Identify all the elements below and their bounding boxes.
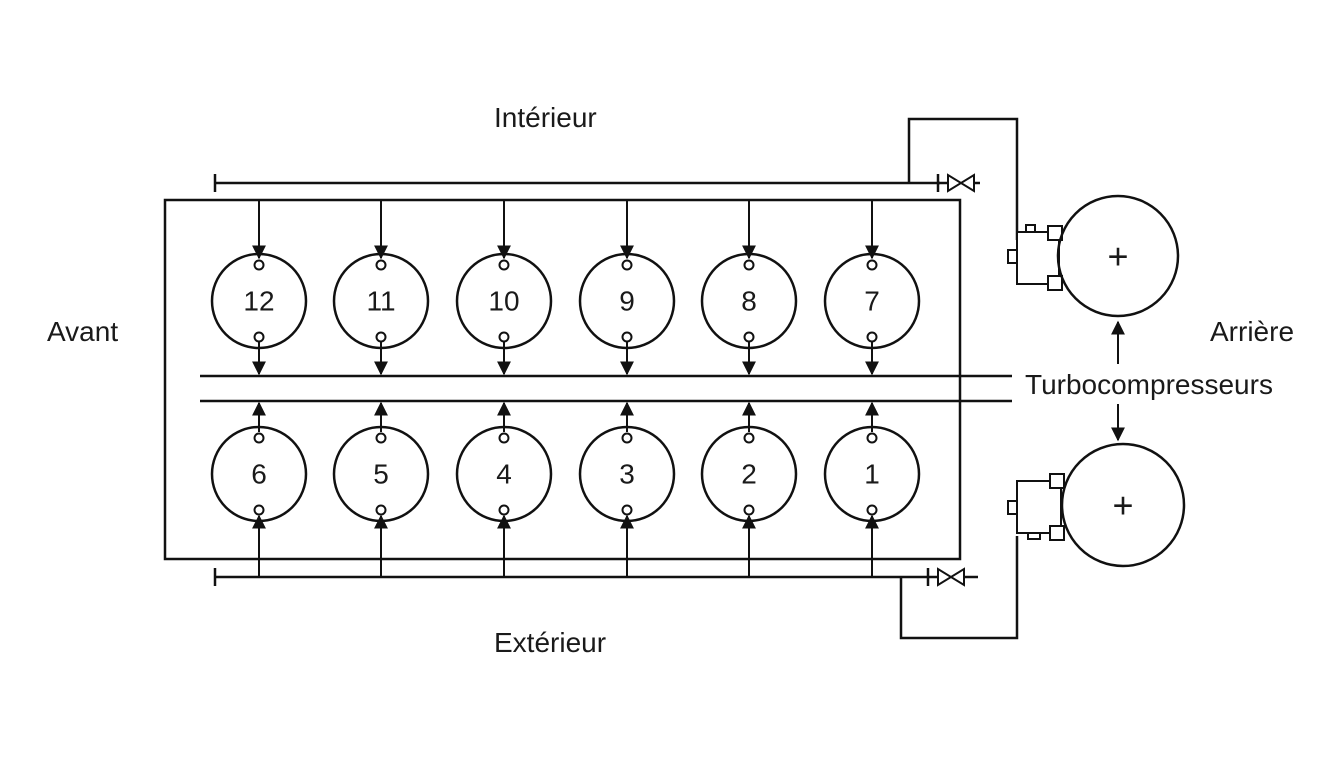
cylinder-11: 11 (332, 200, 430, 376)
valve-port (498, 259, 510, 271)
bottom-valve-icon (937, 567, 965, 587)
valve-port (375, 432, 387, 444)
bottom-pipe-to-turbo (899, 536, 1019, 640)
valve-port (498, 432, 510, 444)
cylinder-number: 11 (366, 286, 395, 317)
valve-port (253, 504, 265, 516)
cylinder-12: 12 (210, 200, 308, 376)
valve-port (498, 331, 510, 343)
valve-port (375, 259, 387, 271)
cylinder-number: 7 (864, 286, 880, 317)
turbocharger-lower: + (1007, 442, 1186, 568)
valve-port (375, 331, 387, 343)
top-valve-icon (947, 173, 975, 193)
cylinder-number: 8 (741, 286, 757, 317)
cylinder-10: 10 (455, 200, 553, 376)
valve-port (866, 432, 878, 444)
cylinder-number: 3 (619, 459, 635, 490)
cylinder-5: 5 (332, 401, 430, 577)
engine-block (163, 198, 962, 561)
label-exterior: Extérieur (494, 627, 606, 658)
valve-port (743, 504, 755, 516)
cylinder-9: 9 (578, 200, 676, 376)
label-interior: Intérieur (494, 102, 597, 133)
turbocharger-upper: + (1007, 194, 1180, 318)
valve-port (375, 504, 387, 516)
cylinder-6: 6 (210, 401, 308, 577)
cylinder-7: 7 (823, 200, 921, 376)
cylinders: 12 11 10 9 8 7 6 5 4 3 2 1 (210, 200, 921, 577)
cylinder-number: 9 (619, 286, 635, 317)
valve-port (743, 259, 755, 271)
cylinder-3: 3 (578, 401, 676, 577)
valve-port (866, 504, 878, 516)
valve-port (253, 331, 265, 343)
cylinder-number: 6 (251, 459, 267, 490)
valve-port (621, 432, 633, 444)
turbo-lower-plus-icon: + (1112, 485, 1133, 526)
valve-port (743, 432, 755, 444)
valve-port (866, 259, 878, 271)
label-rear: Arrière (1210, 316, 1294, 347)
cylinder-number: 10 (488, 286, 519, 317)
valve-port (621, 504, 633, 516)
cylinder-number: 12 (243, 286, 274, 317)
cylinder-number: 2 (741, 459, 757, 490)
valve-port (621, 259, 633, 271)
top-manifold-rail (213, 174, 980, 192)
cylinder-number: 5 (373, 459, 389, 490)
label-turbochargers: Turbocompresseurs (1025, 369, 1273, 400)
cylinder-number: 1 (864, 459, 880, 490)
valve-port (866, 331, 878, 343)
cylinder-number: 4 (496, 459, 512, 490)
valve-port (621, 331, 633, 343)
cylinder-4: 4 (455, 401, 553, 577)
cylinder-1: 1 (823, 401, 921, 577)
valve-port (253, 259, 265, 271)
valve-port (498, 504, 510, 516)
cylinder-2: 2 (700, 401, 798, 577)
bottom-manifold-rail (213, 568, 978, 586)
label-front: Avant (47, 316, 118, 347)
turbo-upper-plus-icon: + (1107, 236, 1128, 277)
valve-port (743, 331, 755, 343)
cylinder-8: 8 (700, 200, 798, 376)
valve-port (253, 432, 265, 444)
top-pipe-to-turbo (907, 117, 1019, 240)
